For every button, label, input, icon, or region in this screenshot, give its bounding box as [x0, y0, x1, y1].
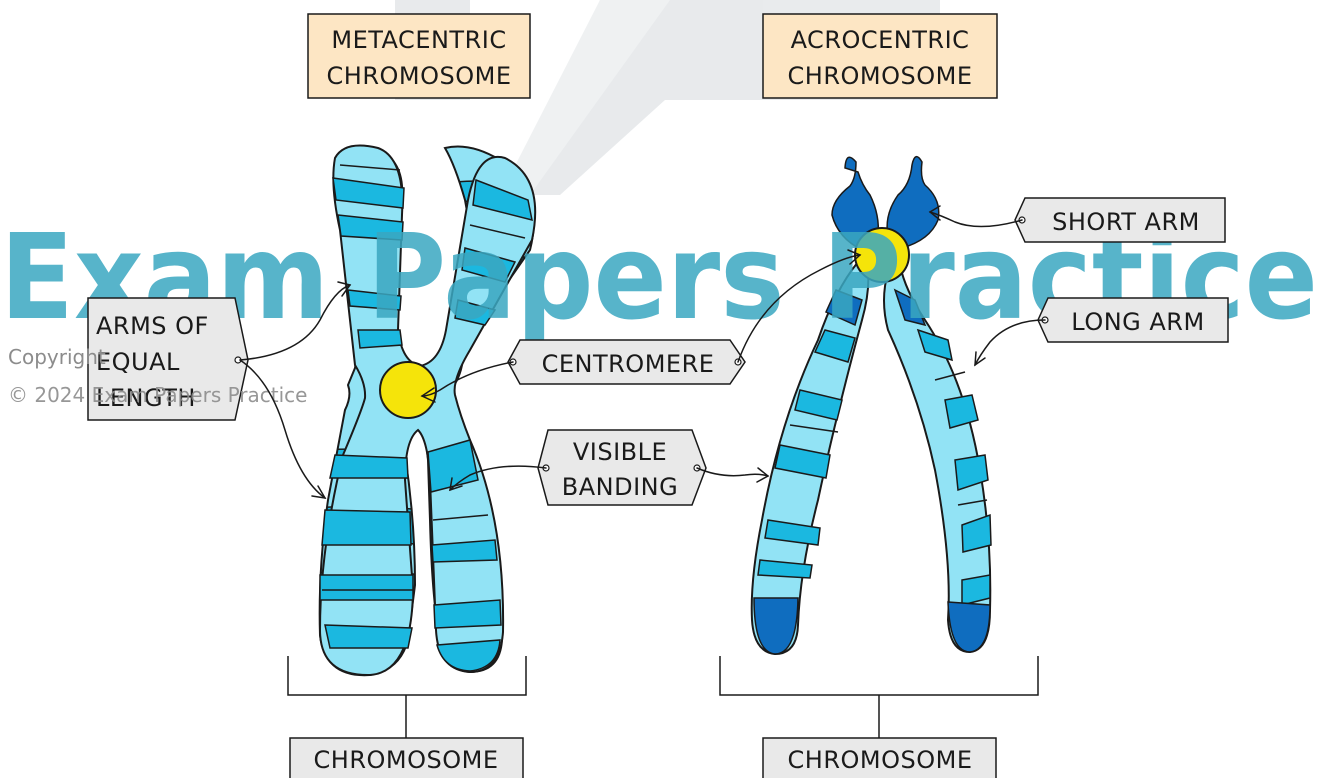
metacentric-centromere: [380, 362, 436, 418]
acrocentric-title-line1: ACROCENTRIC: [791, 26, 970, 54]
left-bracket: [288, 656, 526, 738]
chromosome-left-box: CHROMOSOME: [290, 738, 523, 778]
right-bracket: [720, 656, 1038, 738]
long-arm-label: LONG ARM: [1071, 308, 1204, 336]
banding-line2: BANDING: [562, 473, 678, 501]
short-arm-tag: SHORT ARM: [1015, 198, 1225, 242]
acrocentric-title-line2: CHROMOSOME: [788, 62, 973, 90]
metacentric-title-line2: CHROMOSOME: [327, 62, 512, 90]
metacentric-title-line1: METACENTRIC: [331, 26, 506, 54]
visible-banding-tag: VISIBLE BANDING: [538, 430, 706, 505]
watermark-copyright-2: © 2024 Exam Papers Practice: [8, 383, 307, 407]
banding-line1: VISIBLE: [573, 438, 667, 466]
chromosome-right-box: CHROMOSOME: [763, 738, 996, 778]
watermark-copyright-1: Copyright: [8, 345, 106, 369]
centromere-tag: CENTROMERE: [508, 340, 745, 384]
chromosome-right-label: CHROMOSOME: [788, 746, 973, 774]
short-arm-label: SHORT ARM: [1052, 208, 1200, 236]
metacentric-title-box: METACENTRIC CHROMOSOME: [308, 14, 530, 98]
centromere-label: CENTROMERE: [542, 350, 715, 378]
long-arm-tag: LONG ARM: [1038, 298, 1228, 342]
acrocentric-title-box: ACROCENTRIC CHROMOSOME: [763, 14, 997, 98]
arms-line1: ARMS OF: [96, 312, 209, 340]
chromosome-left-label: CHROMOSOME: [314, 746, 499, 774]
arms-line2: EQUAL: [96, 348, 180, 376]
